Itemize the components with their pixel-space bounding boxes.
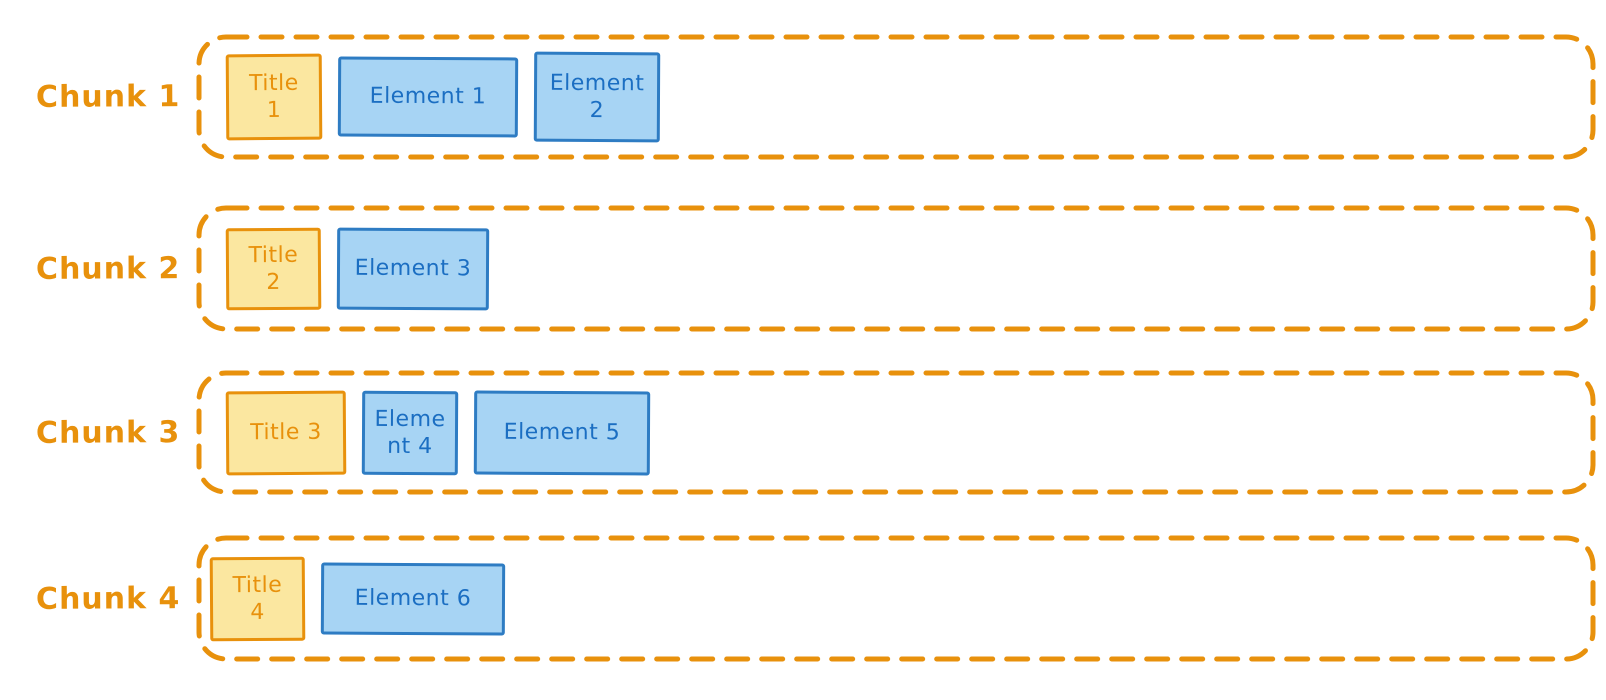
chunk-2-dashed-border — [196, 205, 1596, 332]
element-box-4: Element 4 — [361, 390, 459, 475]
element-box-1: Element 1 — [337, 56, 519, 138]
chunk-2-label: Chunk 2 — [35, 250, 181, 287]
chunk-3-row: Chunk 3 Title 3 Element 4 Element 5 — [0, 370, 1606, 495]
chunk-3-container: Title 3 Element 4 Element 5 — [196, 370, 1596, 495]
chunk-3-dashed-border — [196, 370, 1596, 495]
chunk-4-label: Chunk 4 — [35, 580, 181, 617]
chunk-1-container: Title 1 Element 1 Element 2 — [196, 34, 1596, 160]
element-box-6: Element 6 — [320, 562, 506, 635]
chunk-4-container: Title 4 Element 6 — [196, 535, 1596, 662]
chunk-3-label: Chunk 3 — [35, 414, 181, 451]
title-box-2: Title 2 — [225, 227, 322, 310]
element-box-2: Element 2 — [533, 51, 661, 143]
title-box-4: Title 4 — [209, 556, 306, 641]
title-box-1: Title 1 — [225, 53, 323, 141]
element-box-5: Element 5 — [473, 390, 651, 475]
element-box-3: Element 3 — [336, 227, 490, 310]
chunk-2-row: Chunk 2 Title 2 Element 3 — [0, 205, 1606, 332]
title-box-3: Title 3 — [225, 390, 347, 475]
chunk-2-container: Title 2 Element 3 — [196, 205, 1596, 332]
chunk-1-label: Chunk 1 — [35, 79, 181, 115]
chunk-4-row: Chunk 4 Title 4 Element 6 — [0, 535, 1606, 662]
chunk-4-dashed-border — [196, 535, 1596, 662]
chunk-1-row: Chunk 1 Title 1 Element 1 Element 2 — [0, 34, 1606, 160]
chunk-1-dashed-border — [196, 34, 1596, 160]
